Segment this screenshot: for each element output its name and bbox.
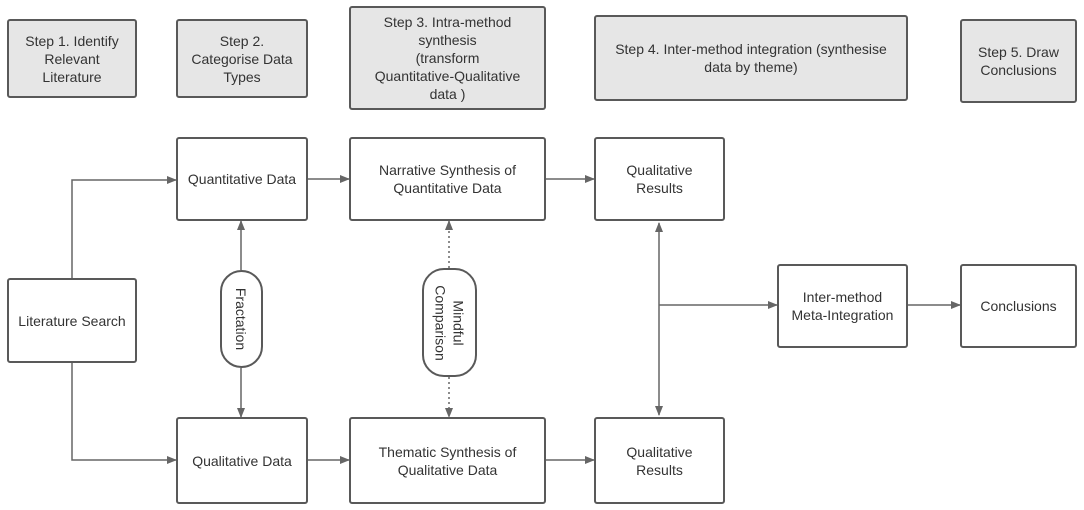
literature-search-box: Literature Search: [7, 278, 137, 363]
arrow-search-to-quantitative: [71, 176, 177, 278]
arrow-search-to-qualitative: [71, 363, 177, 464]
step-4-box: Step 4. Inter-method integration (synthe…: [594, 15, 908, 101]
qualitative-data-box: Qualitative Data: [176, 417, 308, 504]
step-1-box: Step 1. Identify Relevant Literature: [7, 19, 137, 98]
conclusions-box: Conclusions: [960, 264, 1077, 348]
step-3-box: Step 3. Intra-method synthesis (transfor…: [349, 6, 546, 110]
fractation-pill: Fractation: [220, 270, 263, 368]
step-2-box: Step 2. Categorise Data Types: [176, 19, 308, 98]
step-5-box: Step 5. Draw Conclusions: [960, 19, 1077, 103]
fractation-label: Fractation: [233, 287, 250, 351]
qualitative-results-top-box: Qualitative Results: [594, 137, 725, 221]
inter-method-integration-box: Inter-method Meta-Integration: [777, 264, 908, 348]
mindful-comparison-label: Mindful Comparison: [432, 284, 467, 361]
narrative-synthesis-box: Narrative Synthesis of Quantitative Data: [349, 137, 546, 221]
qualitative-results-bottom-box: Qualitative Results: [594, 417, 725, 504]
quantitative-data-box: Quantitative Data: [176, 137, 308, 221]
mindful-comparison-pill: Mindful Comparison: [422, 268, 477, 377]
thematic-synthesis-box: Thematic Synthesis of Qualitative Data: [349, 417, 546, 504]
